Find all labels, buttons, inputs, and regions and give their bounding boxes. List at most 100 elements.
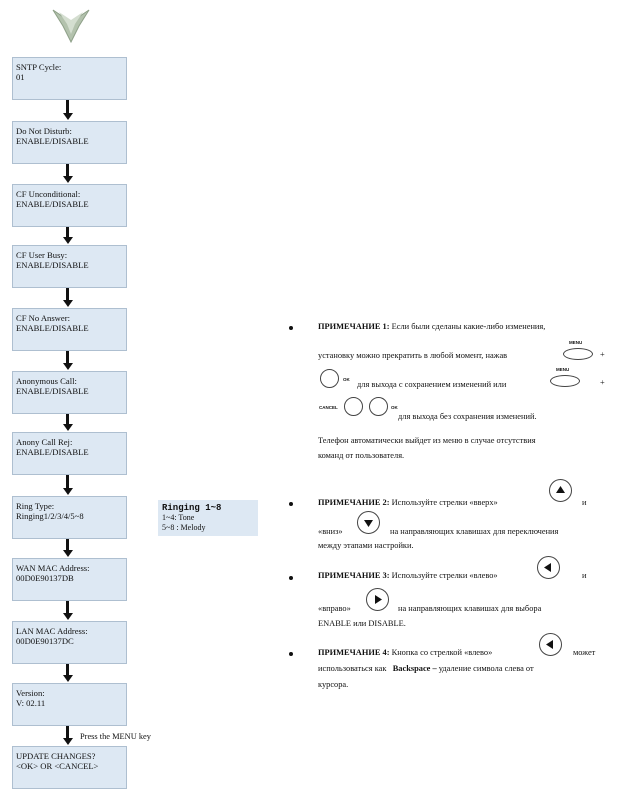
double-chevron-down-icon [52, 9, 90, 44]
step-value: V: 02.11 [16, 698, 46, 709]
note3-line3: ENABLE или DISABLE. [318, 619, 406, 628]
step-value: <OK> OR <CANCEL> [16, 761, 99, 772]
step-title: LAN MAC Address: [16, 626, 88, 636]
note-bullet [289, 326, 293, 330]
ok-key-label: OK [391, 405, 398, 410]
step-value: ENABLE/DISABLE [16, 386, 89, 397]
note1-text: Если были сделаны какие-либо изменения, [391, 322, 546, 331]
note3-heading: ПРИМЕЧАНИЕ 3: [318, 571, 390, 580]
cancel-key-icon [344, 397, 363, 416]
note2-text: Используйте стрелки «вверх» [391, 498, 498, 507]
step-title: CF No Answer: [16, 313, 70, 323]
flow-step-cf-no-answer: CF No Answer:ENABLE/DISABLE [12, 308, 127, 351]
flow-arrow [63, 351, 73, 371]
flow-arrow [63, 601, 73, 621]
flow-step-anony-call-rej: Anony Call Rej:ENABLE/DISABLE [12, 432, 127, 475]
press-menu-label: Press the MENU key [80, 732, 151, 741]
note-bullet [289, 502, 293, 506]
note3-right-label: «вправо» [318, 604, 351, 613]
step-title: WAN MAC Address: [16, 563, 90, 573]
note1-heading: ПРИМЕЧАНИЕ 1: [318, 322, 390, 331]
flow-step-update-changes: UPDATE CHANGES?<OK> OR <CANCEL> [12, 746, 127, 789]
note1-plus: + [600, 378, 605, 387]
note4-text: использоваться как [318, 664, 387, 673]
left-arrow-icon [537, 556, 560, 579]
step-value: ENABLE/DISABLE [16, 447, 89, 458]
note3-text: Используйте стрелки «влево» [391, 571, 498, 580]
flow-step-wan-mac: WAN MAC Address:00D0E90137DB [12, 558, 127, 601]
note1-line3: для выхода с сохранением изменений или [357, 380, 507, 389]
note1-line4: для выхода без сохранения изменений. [398, 412, 537, 421]
note1-line2: установку можно прекратить в любой момен… [318, 351, 508, 360]
flow-step-lan-mac: LAN MAC Address:00D0E90137DC [12, 621, 127, 664]
step-title: Anony Call Rej: [16, 437, 73, 447]
flow-step-version: Version:V: 02.11 [12, 683, 127, 726]
flow-arrow [63, 100, 73, 121]
step-value: ENABLE/DISABLE [16, 323, 89, 334]
step-value: ENABLE/DISABLE [16, 260, 89, 271]
note4-line1: ПРИМЕЧАНИЕ 4: Кнопка со стрелкой «влево» [318, 648, 492, 657]
flow-arrow [63, 664, 73, 683]
step-value: ENABLE/DISABLE [16, 136, 89, 147]
note2-heading: ПРИМЕЧАНИЕ 2: [318, 498, 390, 507]
note4-text: Кнопка со стрелкой «влево» [391, 648, 493, 657]
ringing-title: Ringing 1~8 [162, 503, 222, 513]
flow-arrow [63, 475, 73, 496]
flow-arrow [63, 539, 73, 558]
step-title: CF User Busy: [16, 250, 68, 260]
step-title: CF Unconditional: [16, 189, 81, 199]
menu-key-icon [563, 348, 593, 360]
flow-step-cf-unconditional: CF Unconditional:ENABLE/DISABLE [12, 184, 127, 227]
note4-line2: использоваться как Backspace – удаление … [318, 664, 534, 673]
step-title: Do Not Disturb: [16, 126, 72, 136]
step-title: SNTP Cycle: [16, 62, 62, 72]
down-arrow-icon [357, 511, 380, 534]
flow-arrow [63, 227, 73, 245]
note2-line1: ПРИМЕЧАНИЕ 2: Используйте стрелки «вверх… [318, 498, 498, 507]
ringing-line-tone: 1~4: Tone [162, 513, 195, 522]
ok-key-label: OK [343, 377, 350, 382]
ringing-info-box: Ringing 1~8 1~4: Tone 5~8 : Melody [158, 500, 258, 536]
flow-step-cf-busy: CF User Busy:ENABLE/DISABLE [12, 245, 127, 288]
menu-key-icon [550, 375, 580, 387]
step-title: Ring Type: [16, 501, 55, 511]
note1-line1: ПРИМЕЧАНИЕ 1: Если были сделаны какие-ли… [318, 322, 545, 331]
right-arrow-icon [366, 588, 389, 611]
ok-key-icon [369, 397, 388, 416]
flow-arrow [63, 288, 73, 308]
note2-and: и [582, 498, 587, 507]
step-value: Ringing1/2/3/4/5~8 [16, 511, 84, 522]
flow-step-dnd: Do Not Disturb:ENABLE/DISABLE [12, 121, 127, 164]
backspace-label: Backspace – [392, 664, 437, 673]
flow-arrow [63, 414, 73, 432]
up-arrow-icon [549, 479, 572, 502]
flow-step-sntp: SNTP Cycle:01 [12, 57, 127, 100]
note2-line2: на направляющих клавишах для переключени… [390, 527, 559, 536]
cancel-key-label: CANCEL [319, 405, 338, 410]
flow-arrow [63, 164, 73, 184]
left-arrow-icon [539, 633, 562, 656]
menu-key-label: MENU [556, 367, 570, 372]
note2-line3: между этапами настройки. [318, 541, 414, 550]
note-bullet [289, 576, 293, 580]
note2-down-label: «вниз» [318, 527, 343, 536]
note1-line5: Телефон автоматически выйдет из меню в с… [318, 436, 536, 445]
note3-line1: ПРИМЕЧАНИЕ 3: Используйте стрелки «влево… [318, 571, 498, 580]
step-value: 00D0E90137DB [16, 573, 74, 584]
note4-text: удаление символа слева от [438, 664, 534, 673]
ok-key-icon [320, 369, 339, 388]
note3-line2: на направляющих клавишах для выбора [398, 604, 542, 613]
flow-step-anonymous-call: Anonymous Call:ENABLE/DISABLE [12, 371, 127, 414]
menu-key-label: MENU [569, 340, 583, 345]
step-value: ENABLE/DISABLE [16, 199, 89, 210]
step-title: UPDATE CHANGES? [16, 751, 96, 761]
step-title: Anonymous Call: [16, 376, 77, 386]
flow-arrow [63, 726, 73, 746]
step-value: 01 [16, 72, 25, 83]
step-title: Version: [16, 688, 45, 698]
note4-may: может [573, 648, 596, 657]
note3-and: и [582, 571, 587, 580]
note4-line3: курсора. [318, 680, 349, 689]
flow-step-ring-type: Ring Type:Ringing1/2/3/4/5~8 [12, 496, 127, 539]
note-bullet [289, 652, 293, 656]
